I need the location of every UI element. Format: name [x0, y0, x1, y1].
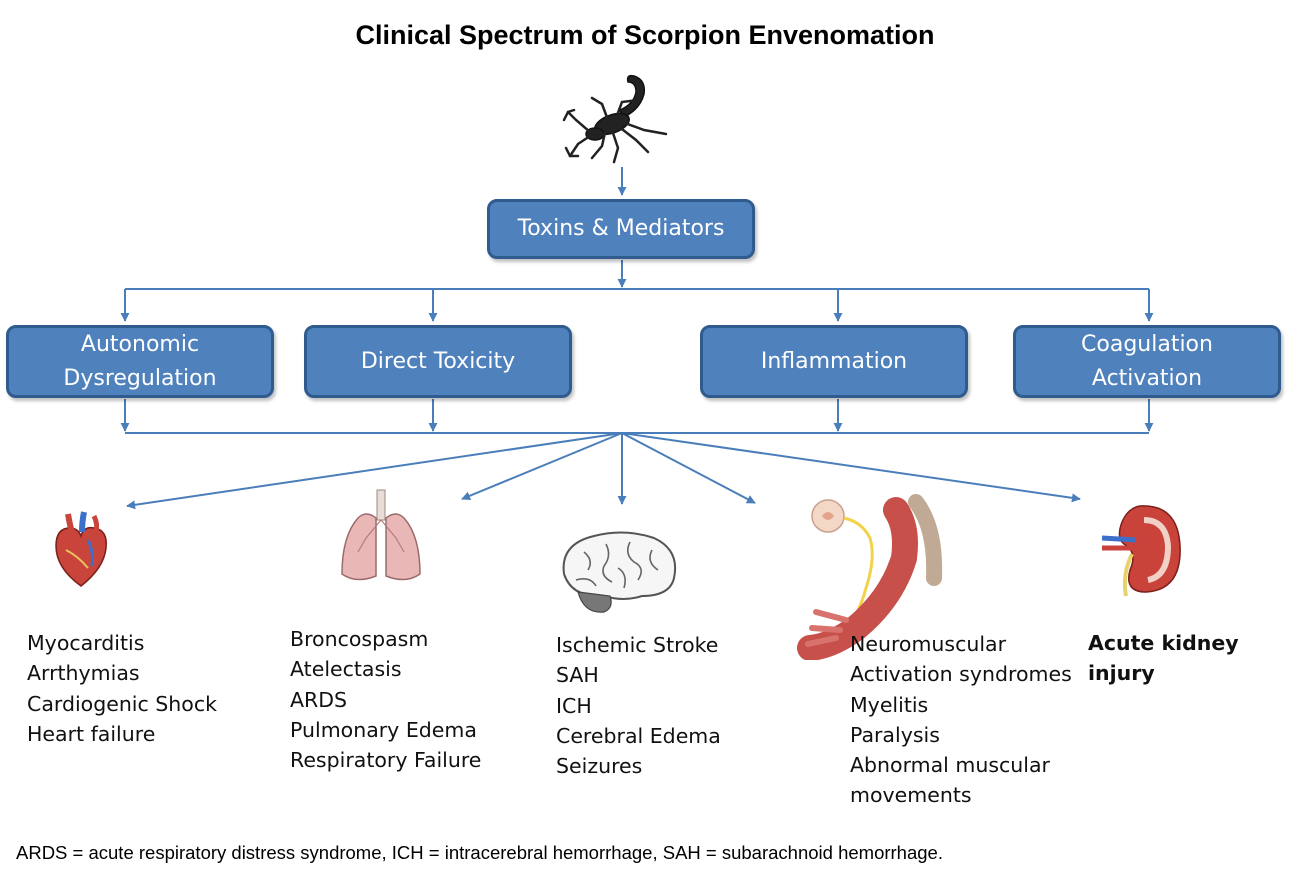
list-item: Pulmonary Edema	[290, 717, 477, 742]
heart-icon	[55, 511, 107, 587]
list-item: Activation syndromes	[850, 662, 1072, 687]
list-item: Abnormal muscular	[850, 753, 1050, 778]
scorpion-icon	[562, 74, 668, 164]
list-item: Atelectasis	[290, 657, 402, 682]
list-item: Arrthymias	[27, 661, 140, 686]
list-item: Myelitis	[850, 692, 929, 717]
lung-outcomes-list: Broncospasm Atelectasis ARDS Pulmonary E…	[290, 624, 481, 775]
lungs-icon	[341, 489, 421, 581]
list-item: Acute kidney	[1088, 631, 1239, 655]
toxins-mediators-box: Toxins & Mediators	[487, 199, 755, 259]
list-item: Neuromuscular	[850, 632, 1007, 656]
list-item: movements	[850, 783, 972, 808]
list-item: ICH	[556, 693, 592, 718]
kidney-icon	[1101, 505, 1181, 597]
brain-icon	[562, 531, 676, 613]
kidney-outcomes-list: Acute kidney injury	[1088, 628, 1239, 689]
list-item: Heart failure	[27, 721, 156, 746]
heart-outcomes-list: Myocarditis Arrthymias Cardiogenic Shock…	[27, 628, 217, 749]
list-item: SAH	[556, 663, 599, 688]
diagram-title: Clinical Spectrum of Scorpion Envenomati…	[355, 20, 935, 50]
list-item: Seizures	[556, 754, 643, 779]
muscle-outcomes-list: Neuromuscular Activation syndromes Myeli…	[850, 629, 1072, 811]
list-item: Respiratory Failure	[290, 748, 482, 773]
muscle-nerve-icon	[797, 494, 943, 660]
inflammation-box: Inflammation	[700, 325, 968, 398]
list-item: Cardiogenic Shock	[27, 691, 217, 716]
brain-outcomes-list: Ischemic Stroke SAH ICH Cerebral Edema S…	[556, 630, 721, 781]
list-item: Ischemic Stroke	[556, 633, 719, 657]
direct-toxicity-box: Direct Toxicity	[304, 325, 572, 398]
list-item: Broncospasm	[290, 627, 429, 651]
abbreviation-footnote: ARDS = acute respiratory distress syndro…	[16, 842, 943, 863]
list-item: Paralysis	[850, 722, 940, 747]
list-item: ARDS	[290, 687, 348, 712]
list-item: Cerebral Edema	[556, 723, 721, 748]
list-item: Myocarditis	[27, 631, 145, 655]
list-item: injury	[1088, 661, 1155, 686]
